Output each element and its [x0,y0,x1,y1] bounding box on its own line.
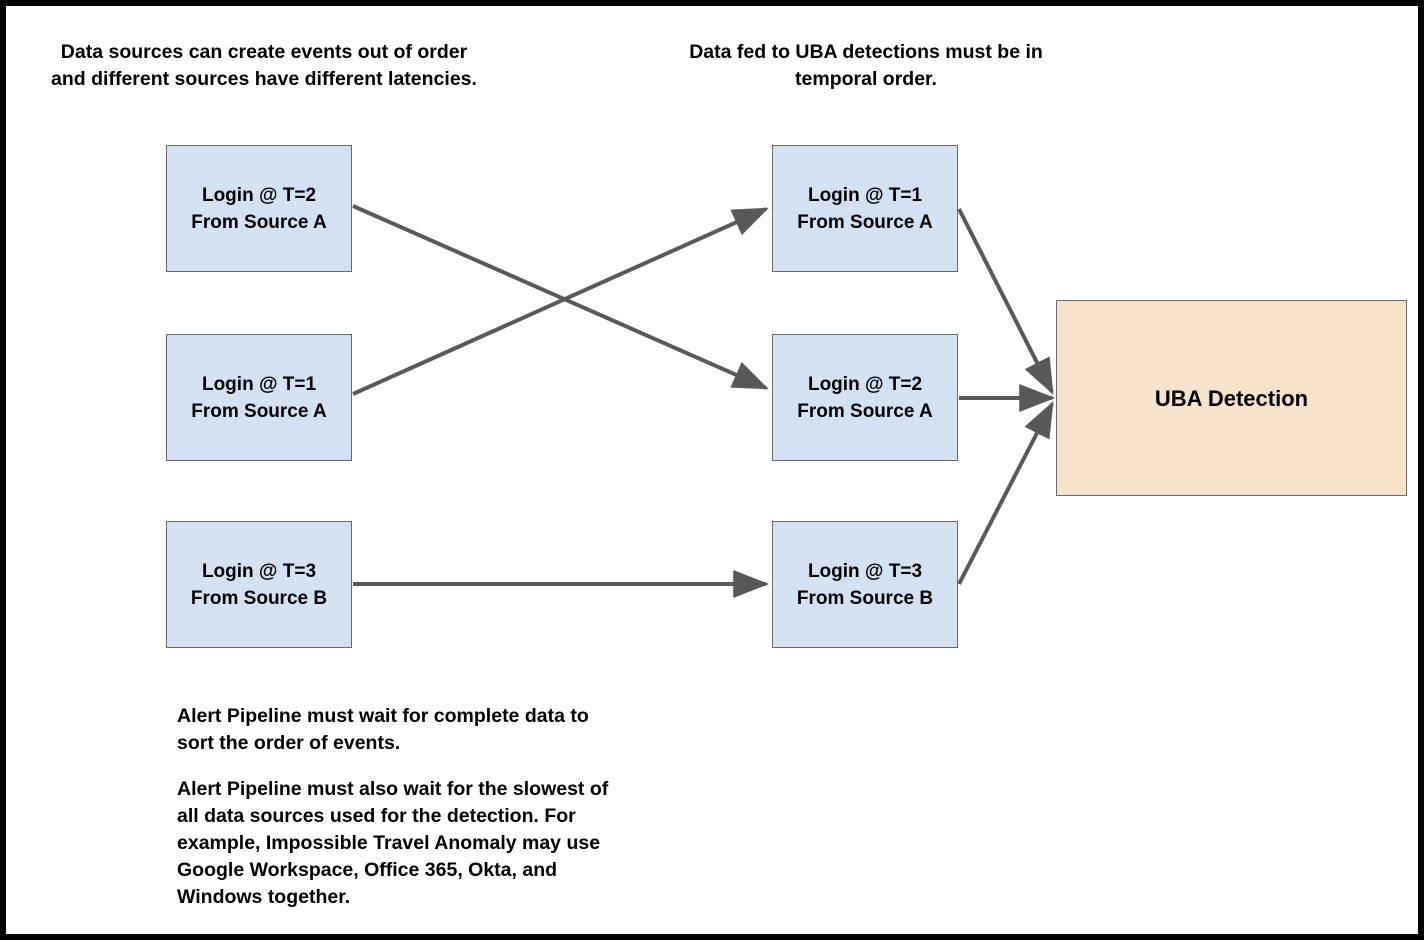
edge-src-t2-to-ord-t2 [352,204,769,390]
edge-ord-t3-to-detection [957,401,1054,585]
note-slowest-source: Alert Pipeline must also wait for the sl… [177,778,609,908]
node-ordered-login-t1-source-a[interactable]: Login @ T=1 From Source A [772,145,958,272]
node-source-login-t2-source-a[interactable]: Login @ T=2 From Source A [166,145,352,272]
edge-src-t1-to-ord-t1 [352,207,769,396]
node-source-login-t3-source-b[interactable]: Login @ T=3 From Source B [166,521,352,648]
caption-right: Data fed to UBA detections must be in te… [689,41,1043,90]
edge-ord-t1-to-detection [957,208,1054,395]
caption-left: Data sources can create events out of or… [51,41,477,90]
note-sort-order: Alert Pipeline must wait for complete da… [177,705,589,754]
node-ordered-login-t2-source-a[interactable]: Login @ T=2 From Source A [772,334,958,461]
node-ordered-login-t3-source-b[interactable]: Login @ T=3 From Source B [772,521,958,648]
node-uba-detection[interactable]: UBA Detection [1056,300,1407,496]
node-source-login-t1-source-a[interactable]: Login @ T=1 From Source A [166,334,352,461]
